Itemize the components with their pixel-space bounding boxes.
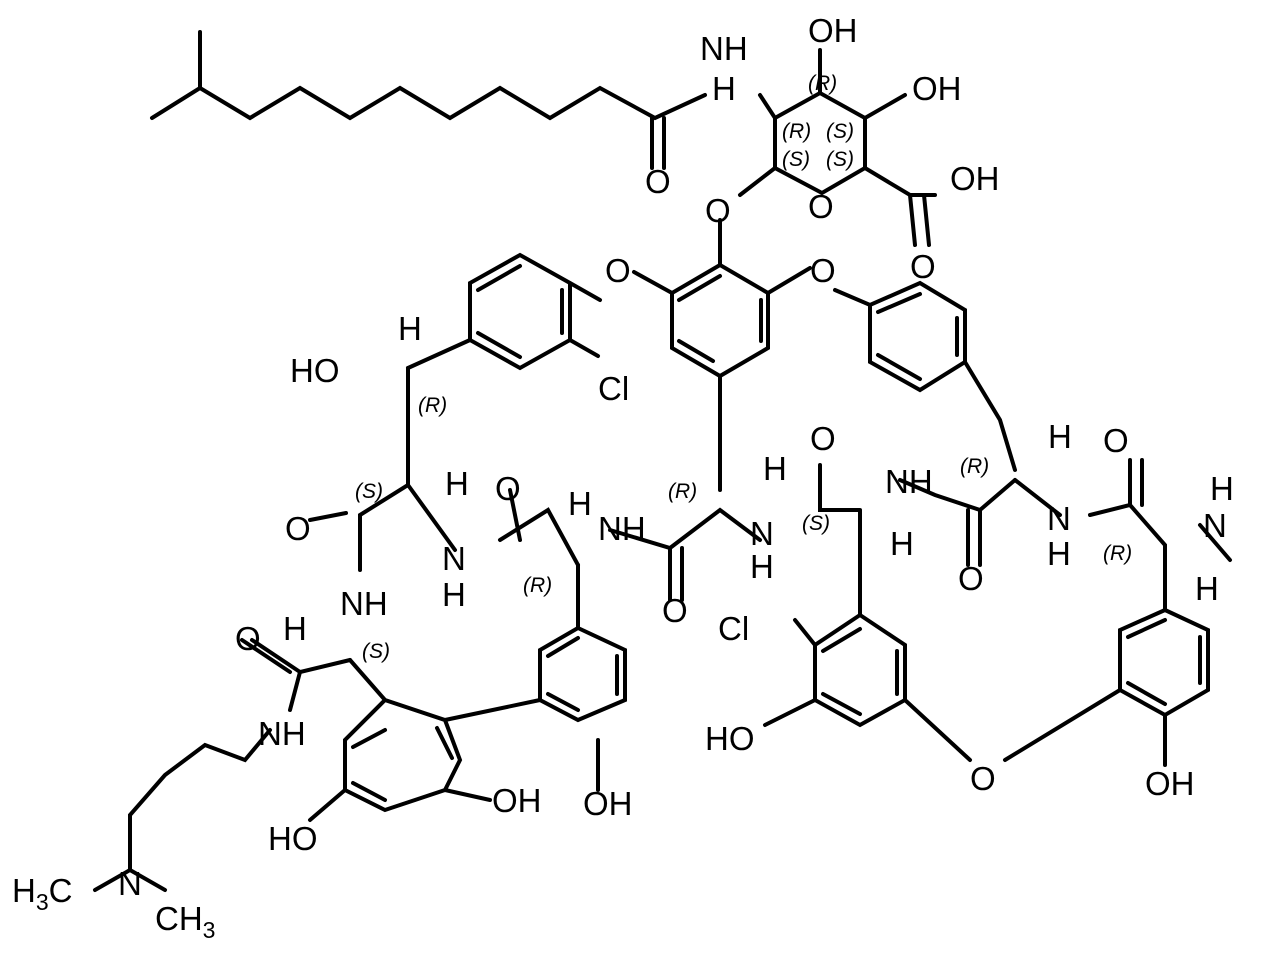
atom-h-7: H xyxy=(1195,570,1219,607)
atom-n-4: N xyxy=(1203,507,1227,544)
atom-h-sugar: H xyxy=(712,70,736,107)
atom-n-3-h: H xyxy=(1047,535,1071,572)
stereo-label-6: (R) xyxy=(418,394,447,417)
atom-sugar-ring-o: O xyxy=(808,188,834,225)
atom-ho-left: HO xyxy=(290,352,340,389)
atom-n-2-h: H xyxy=(750,548,774,585)
stereo-label-7: (S) xyxy=(355,480,383,503)
atom-n-4-h: H xyxy=(1210,470,1234,507)
atom-h3c: H3C xyxy=(12,872,72,915)
atom-o-4: O xyxy=(810,420,836,457)
atom-ho-mid: HO xyxy=(705,720,755,757)
stereo-label-9: (R) xyxy=(668,480,697,503)
stereo-label-1: (R) xyxy=(808,72,837,95)
stereo-label-11: (R) xyxy=(960,455,989,478)
atom-nh-2: NH xyxy=(598,510,646,547)
atom-cl-top: Cl xyxy=(598,370,629,407)
stereo-label-13: (S) xyxy=(362,640,390,663)
atom-nh-3: NH xyxy=(885,463,933,500)
atom-n-3: N xyxy=(1047,500,1071,537)
atom-o-amide-top: O xyxy=(645,163,671,200)
atom-cooh-oh: OH xyxy=(950,160,1000,197)
atom-o-5: O xyxy=(958,560,984,597)
atom-ether-o-left: O xyxy=(605,252,631,289)
stereo-label-5: (S) xyxy=(826,148,854,171)
atom-oh-sugar-top: OH xyxy=(808,12,858,49)
atom-nh-sugar: NH xyxy=(700,30,748,67)
atom-n-1: N xyxy=(442,540,466,577)
atom-h-8: H xyxy=(283,610,307,647)
stereo-label-2: (R) xyxy=(782,120,811,143)
atom-ether-o-right: O xyxy=(810,252,836,289)
atom-h-5: H xyxy=(890,525,914,562)
stereo-labels: (R) (R) (S) (S) (S) (R) (S) (R) (R) (S) … xyxy=(355,72,1132,663)
stereo-label-12: (R) xyxy=(1103,542,1132,565)
atom-h-3: H xyxy=(568,485,592,522)
atom-h-1: H xyxy=(398,310,422,347)
atom-ether-o-bottom: O xyxy=(970,760,996,797)
stereo-label-4: (S) xyxy=(782,148,810,171)
atom-glycosidic-o: O xyxy=(705,192,731,229)
atom-o-2: O xyxy=(495,470,521,507)
atom-o-3: O xyxy=(662,592,688,629)
atom-oh-right: OH xyxy=(1145,765,1195,802)
atom-nh-4: NH xyxy=(258,715,306,752)
atom-oh-sugar-right: OH xyxy=(912,70,962,107)
stereo-label-10: (S) xyxy=(802,512,830,535)
atom-cl-2: Cl xyxy=(718,610,749,647)
atom-cooh-o: O xyxy=(910,248,936,285)
atom-o-1: O xyxy=(285,510,311,547)
stereo-label-8: (R) xyxy=(523,574,552,597)
atom-n-1-h: H xyxy=(442,576,466,613)
atom-h-4: H xyxy=(763,450,787,487)
atom-h-2: H xyxy=(445,465,469,502)
atom-n-2: N xyxy=(750,515,774,552)
atom-labels: NH H O OH OH OH O O O O O Cl HO H H H H … xyxy=(12,12,1234,943)
atom-oh-b: OH xyxy=(583,785,633,822)
atom-h-6: H xyxy=(1048,418,1072,455)
atom-o-6: O xyxy=(1103,422,1129,459)
atom-o-7: O xyxy=(235,620,261,657)
atom-oh-a: OH xyxy=(492,782,542,819)
stereo-label-3: (S) xyxy=(826,120,854,143)
atom-nh-1: NH xyxy=(340,585,388,622)
bond-lines xyxy=(93,30,1232,892)
atom-n-dimethyl: N xyxy=(118,865,142,902)
atom-ch3: CH3 xyxy=(155,900,215,943)
atom-ho-bottom: HO xyxy=(268,820,318,857)
